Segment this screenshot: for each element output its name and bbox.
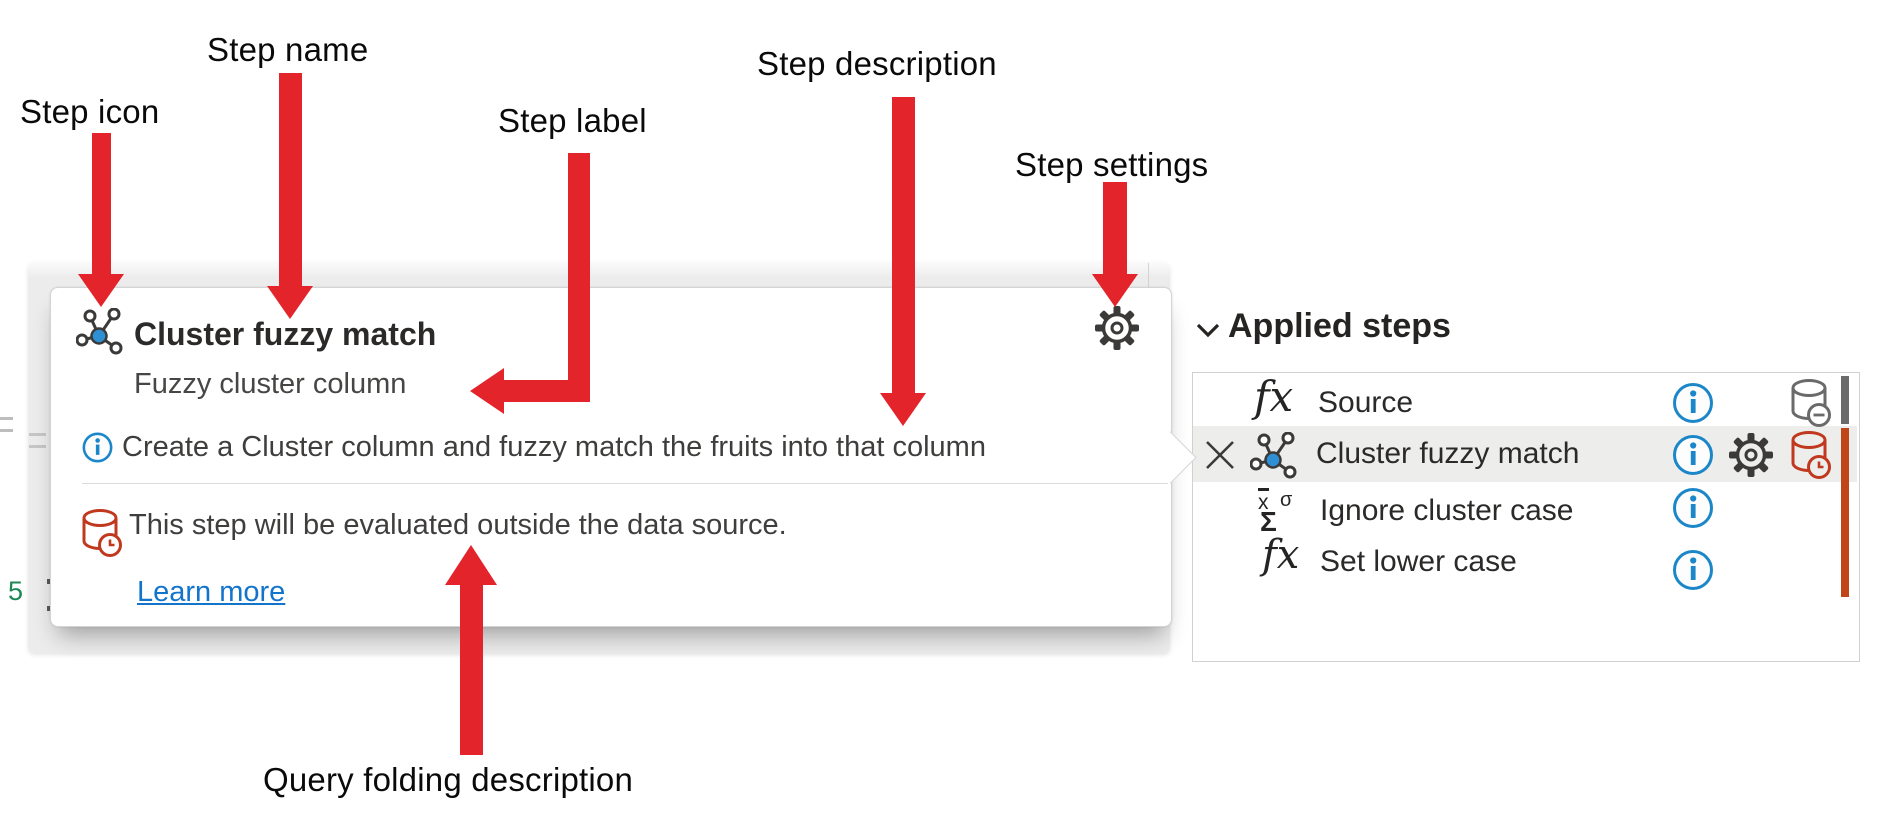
delete-step-icon[interactable] <box>1203 438 1237 472</box>
function-step-icon: fx <box>1254 372 1294 421</box>
step-row-label[interactable]: Set lower case <box>1320 545 1517 578</box>
code-line-number: 5 <box>8 576 24 606</box>
step-description-text: Create a Cluster column and fuzzy match … <box>122 431 986 463</box>
step-description-arrow <box>892 97 915 394</box>
step-settings-arrowhead <box>1092 274 1138 307</box>
query-folding-arrowhead <box>445 545 497 585</box>
info-icon[interactable] <box>1672 549 1714 591</box>
card-divider <box>82 483 1168 484</box>
info-icon[interactable] <box>1672 487 1714 529</box>
code-fragment <box>47 606 51 611</box>
step-label-arrow-vertical <box>568 153 590 402</box>
database-clock-icon <box>80 508 124 558</box>
step-tooltip-card <box>50 287 1172 627</box>
cluster-step-icon <box>1250 432 1300 480</box>
database-clock-icon <box>1788 430 1834 480</box>
x-bar-glyph: x <box>1258 488 1269 513</box>
code-fragment <box>47 579 51 584</box>
statistics-step-icon: x σ Σ <box>1258 486 1304 538</box>
annotation-step-description: Step description <box>757 45 997 82</box>
step-label-text: Fuzzy cluster column <box>134 368 407 400</box>
step-settings-gear-icon[interactable] <box>1728 432 1774 478</box>
step-settings-arrow <box>1103 182 1127 275</box>
scrollbar-fragment <box>0 417 13 420</box>
applied-steps-list <box>1192 372 1860 662</box>
background-divider-line <box>1148 263 1149 288</box>
annotation-step-label: Step label <box>498 102 647 139</box>
query-folding-arrow <box>460 583 483 755</box>
step-icon-arrow <box>92 133 111 275</box>
function-step-icon: fx <box>1262 532 1300 578</box>
step-name-text: Cluster fuzzy match <box>134 316 437 352</box>
applied-steps-title: Applied steps <box>1228 307 1451 345</box>
learn-more-link[interactable]: Learn more <box>137 576 286 608</box>
info-icon[interactable] <box>1672 434 1714 476</box>
sigma-glyph: σ <box>1280 489 1293 511</box>
step-row-label[interactable]: Cluster fuzzy match <box>1316 437 1580 470</box>
database-minus-icon <box>1788 378 1834 428</box>
annotation-step-name: Step name <box>207 31 369 68</box>
step-name-arrow <box>279 73 302 287</box>
annotation-query-folding: Query folding description <box>263 761 634 798</box>
splitter-grip <box>29 433 46 436</box>
info-icon[interactable] <box>1672 382 1714 424</box>
chevron-down-icon[interactable] <box>1195 320 1221 340</box>
scrollbar-fragment <box>0 429 13 432</box>
annotation-step-icon: Step icon <box>20 93 160 130</box>
big-sigma-glyph: Σ <box>1260 506 1277 537</box>
folding-status-bar-orange <box>1841 428 1849 597</box>
step-description-arrowhead <box>880 393 926 426</box>
folding-status-bar-gray <box>1841 376 1849 424</box>
splitter-grip <box>29 445 46 448</box>
info-icon <box>82 432 113 463</box>
step-label-arrowhead <box>470 368 504 414</box>
annotation-step-settings: Step settings <box>1015 146 1209 183</box>
step-row-label[interactable]: Source <box>1318 386 1414 419</box>
step-row-label[interactable]: Ignore cluster case <box>1320 494 1574 527</box>
step-icon-arrowhead <box>78 274 124 307</box>
step-name-arrowhead <box>267 286 313 319</box>
cluster-step-icon <box>76 308 126 356</box>
step-settings-gear-icon[interactable] <box>1094 305 1140 351</box>
step-label-arrow-horizontal <box>503 380 590 402</box>
query-folding-text: This step will be evaluated outside the … <box>129 509 787 541</box>
